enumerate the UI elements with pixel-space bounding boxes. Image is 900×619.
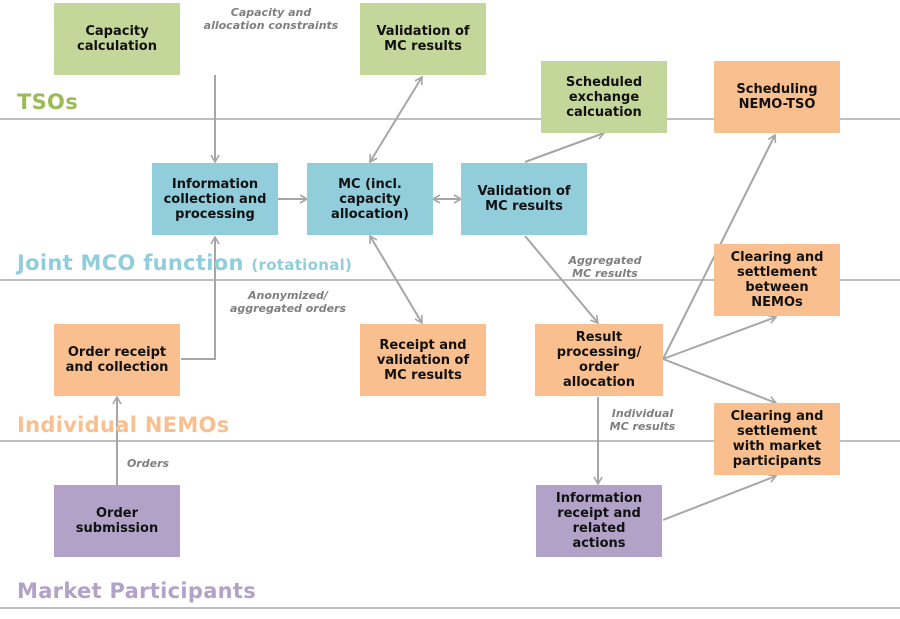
note-anonymized-orders: Anonymized/ aggregated orders [229,289,347,315]
note-aggregated-mc-results: Aggregated MC results [568,254,642,280]
note-orders: Orders [126,457,170,470]
lane-label-nemos: Individual NEMOs [17,413,230,437]
lane-label-joint-mco-text: Joint MCO function [17,251,244,275]
box-result-processing: Result processing/ order allocation [535,324,663,396]
lane-label-participants: Market Participants [17,579,257,603]
box-clearing-between-nemos: Clearing and settlement between NEMOs [714,244,840,316]
arrow-order-receipt-to-info [181,235,220,360]
box-info-collection: Information collection and processing [152,163,278,235]
box-validation-tso: Validation of MC results [360,3,486,75]
arrow-result-to-clearing-between [662,314,778,360]
arrow-validation-to-result [524,235,600,325]
arrow-mc-receipt-validation [369,234,423,325]
box-scheduled-exchange: Scheduled exchange calcuation [541,61,667,133]
box-order-submission: Order submission [54,485,180,557]
box-mc: MC (incl. capacity allocation) [307,163,433,235]
lane-label-joint-mco-suffix: (rotational) [251,256,353,274]
arrow-validation-to-scheduled [524,130,606,163]
arrow-mc-validation-tso [369,75,423,164]
lane-label-tsos: TSOs [17,90,79,114]
arrow-result-to-clearing-participants [662,358,778,405]
box-info-receipt: Information receipt and related actions [536,485,662,557]
lane-label-joint-mco: Joint MCO function (rotational) [17,251,352,275]
box-validation-mco: Validation of MC results [461,163,587,235]
box-receipt-validation: Receipt and validation of MC results [360,324,486,396]
box-order-receipt: Order receipt and collection [54,324,180,396]
arrow-info-receipt-to-clearing [662,474,778,521]
note-individual-mc-results: Individual MC results [609,407,676,433]
box-scheduling-nemo-tso: Scheduling NEMO-TSO [714,61,840,133]
box-capacity-calculation: Capacity calculation [54,3,180,75]
box-clearing-participants: Clearing and settlement with market part… [714,403,840,475]
note-capacity-constraints: Capacity and allocation constraints [203,6,339,32]
